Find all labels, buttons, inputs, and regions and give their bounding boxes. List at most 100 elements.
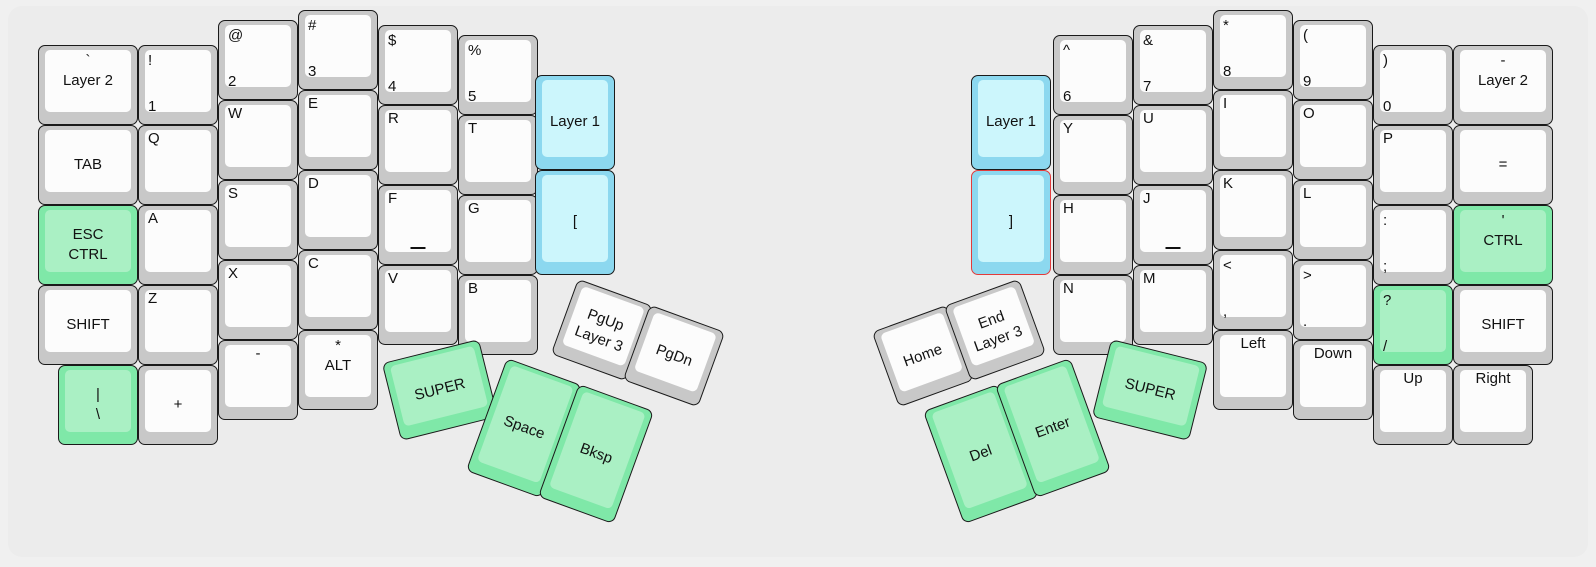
key-l-plus[interactable]: + [138,365,218,445]
key-r-0[interactable]: )0 [1373,45,1453,125]
keycap-surface [1380,130,1446,192]
keycap-surface [305,175,371,237]
key-l-tab[interactable]: TAB [38,125,138,205]
keycap-surface [1300,25,1366,87]
keycap-surface [1300,345,1366,407]
key-l-2[interactable]: @2 [218,20,298,100]
key-l-x[interactable]: X [218,260,298,340]
key-r-j[interactable]: J [1133,185,1213,265]
key-r-rbracket[interactable]: ] [971,170,1051,275]
keycap-surface [1300,105,1366,167]
keycap-surface [1060,280,1126,342]
key-l-pipe-backslash[interactable]: |\ [58,365,138,445]
keycap-surface [225,25,291,87]
keycap-surface [978,80,1044,157]
key-r-comma[interactable]: <, [1213,250,1293,330]
key-r-h[interactable]: H [1053,195,1133,275]
key-l-shift[interactable]: SHIFT [38,285,138,365]
key-l-5[interactable]: %5 [458,35,538,115]
key-l-r[interactable]: R [378,105,458,185]
key-r-quote-ctrl[interactable]: 'CTRL [1453,205,1553,285]
key-r-right[interactable]: Right [1453,365,1533,445]
key-l-grave-layer2[interactable]: `Layer 2 [38,45,138,125]
key-r-u[interactable]: U [1133,105,1213,185]
keycap-surface [465,40,531,102]
key-l-f[interactable]: F [378,185,458,265]
key-l-z[interactable]: Z [138,285,218,365]
keycap-surface [1220,95,1286,157]
keycap-surface [1300,185,1366,247]
key-r-7[interactable]: &7 [1133,25,1213,105]
keycap-surface [465,280,531,342]
key-l-a[interactable]: A [138,205,218,285]
key-r-9[interactable]: (9 [1293,20,1373,100]
keycap-surface [45,50,131,112]
keycap-surface [1140,110,1206,172]
key-r-left[interactable]: Left [1213,330,1293,410]
keycap-surface [305,15,371,77]
key-r-l[interactable]: L [1293,180,1373,260]
key-r-down[interactable]: Down [1293,340,1373,420]
key-r-semicolon[interactable]: :; [1373,205,1453,285]
key-r-minus-layer2[interactable]: -Layer 2 [1453,45,1553,125]
keycap-surface [1460,50,1546,112]
key-r-up[interactable]: Up [1373,365,1453,445]
keycap-surface [45,130,131,192]
keycap-surface [385,110,451,172]
key-r-6[interactable]: ^6 [1053,35,1133,115]
keycap-surface [978,175,1044,262]
key-l-lbracket[interactable]: [ [535,170,615,275]
key-l-e[interactable]: E [298,90,378,170]
keycap-surface [145,370,211,432]
key-r-y[interactable]: Y [1053,115,1133,195]
key-l-3[interactable]: #3 [298,10,378,90]
keycap-surface [465,120,531,182]
keycap-surface [1460,130,1546,192]
key-r-shift[interactable]: SHIFT [1453,285,1553,365]
key-r-p[interactable]: P [1373,125,1453,205]
key-l-s[interactable]: S [218,180,298,260]
key-l-g[interactable]: G [458,195,538,275]
keycap-surface [305,335,371,397]
key-l-minus[interactable]: - [218,340,298,420]
keycap-surface [1140,270,1206,332]
key-r-i[interactable]: I [1213,90,1293,170]
keycap-surface [225,265,291,327]
key-r-period[interactable]: >. [1293,260,1373,340]
key-r-8[interactable]: *8 [1213,10,1293,90]
key-r-k[interactable]: K [1213,170,1293,250]
key-l-c[interactable]: C [298,250,378,330]
keycap-surface [1220,175,1286,237]
keycap-surface [145,210,211,272]
keycap-surface [1101,345,1201,427]
key-l-q[interactable]: Q [138,125,218,205]
keycap-surface [1380,50,1446,112]
key-l-d[interactable]: D [298,170,378,250]
key-l-1[interactable]: !1 [138,45,218,125]
key-l-t[interactable]: T [458,115,538,195]
key-r-slash[interactable]: ?/ [1373,285,1453,365]
keycap-surface [1140,30,1206,92]
keycap-surface [633,311,717,393]
key-l-alt[interactable]: *ALT [298,330,378,410]
keycap-surface [1060,40,1126,102]
key-l-4[interactable]: $4 [378,25,458,105]
keycap-surface [1220,255,1286,317]
keycap-surface [1060,120,1126,182]
keycap-surface [1460,370,1526,432]
keycap-surface [1060,200,1126,262]
keycap-surface [465,200,531,262]
key-l-v[interactable]: V [378,265,458,345]
key-r-equal[interactable]: = [1453,125,1553,205]
key-r-m[interactable]: M [1133,265,1213,345]
key-r-o[interactable]: O [1293,100,1373,180]
key-l-b[interactable]: B [458,275,538,355]
key-r-n[interactable]: N [1053,275,1133,355]
keycap-surface [952,285,1036,367]
key-r-layer1[interactable]: Layer 1 [971,75,1051,170]
key-l-w[interactable]: W [218,100,298,180]
key-l-layer1[interactable]: Layer 1 [535,75,615,170]
keycap-surface [45,210,131,272]
